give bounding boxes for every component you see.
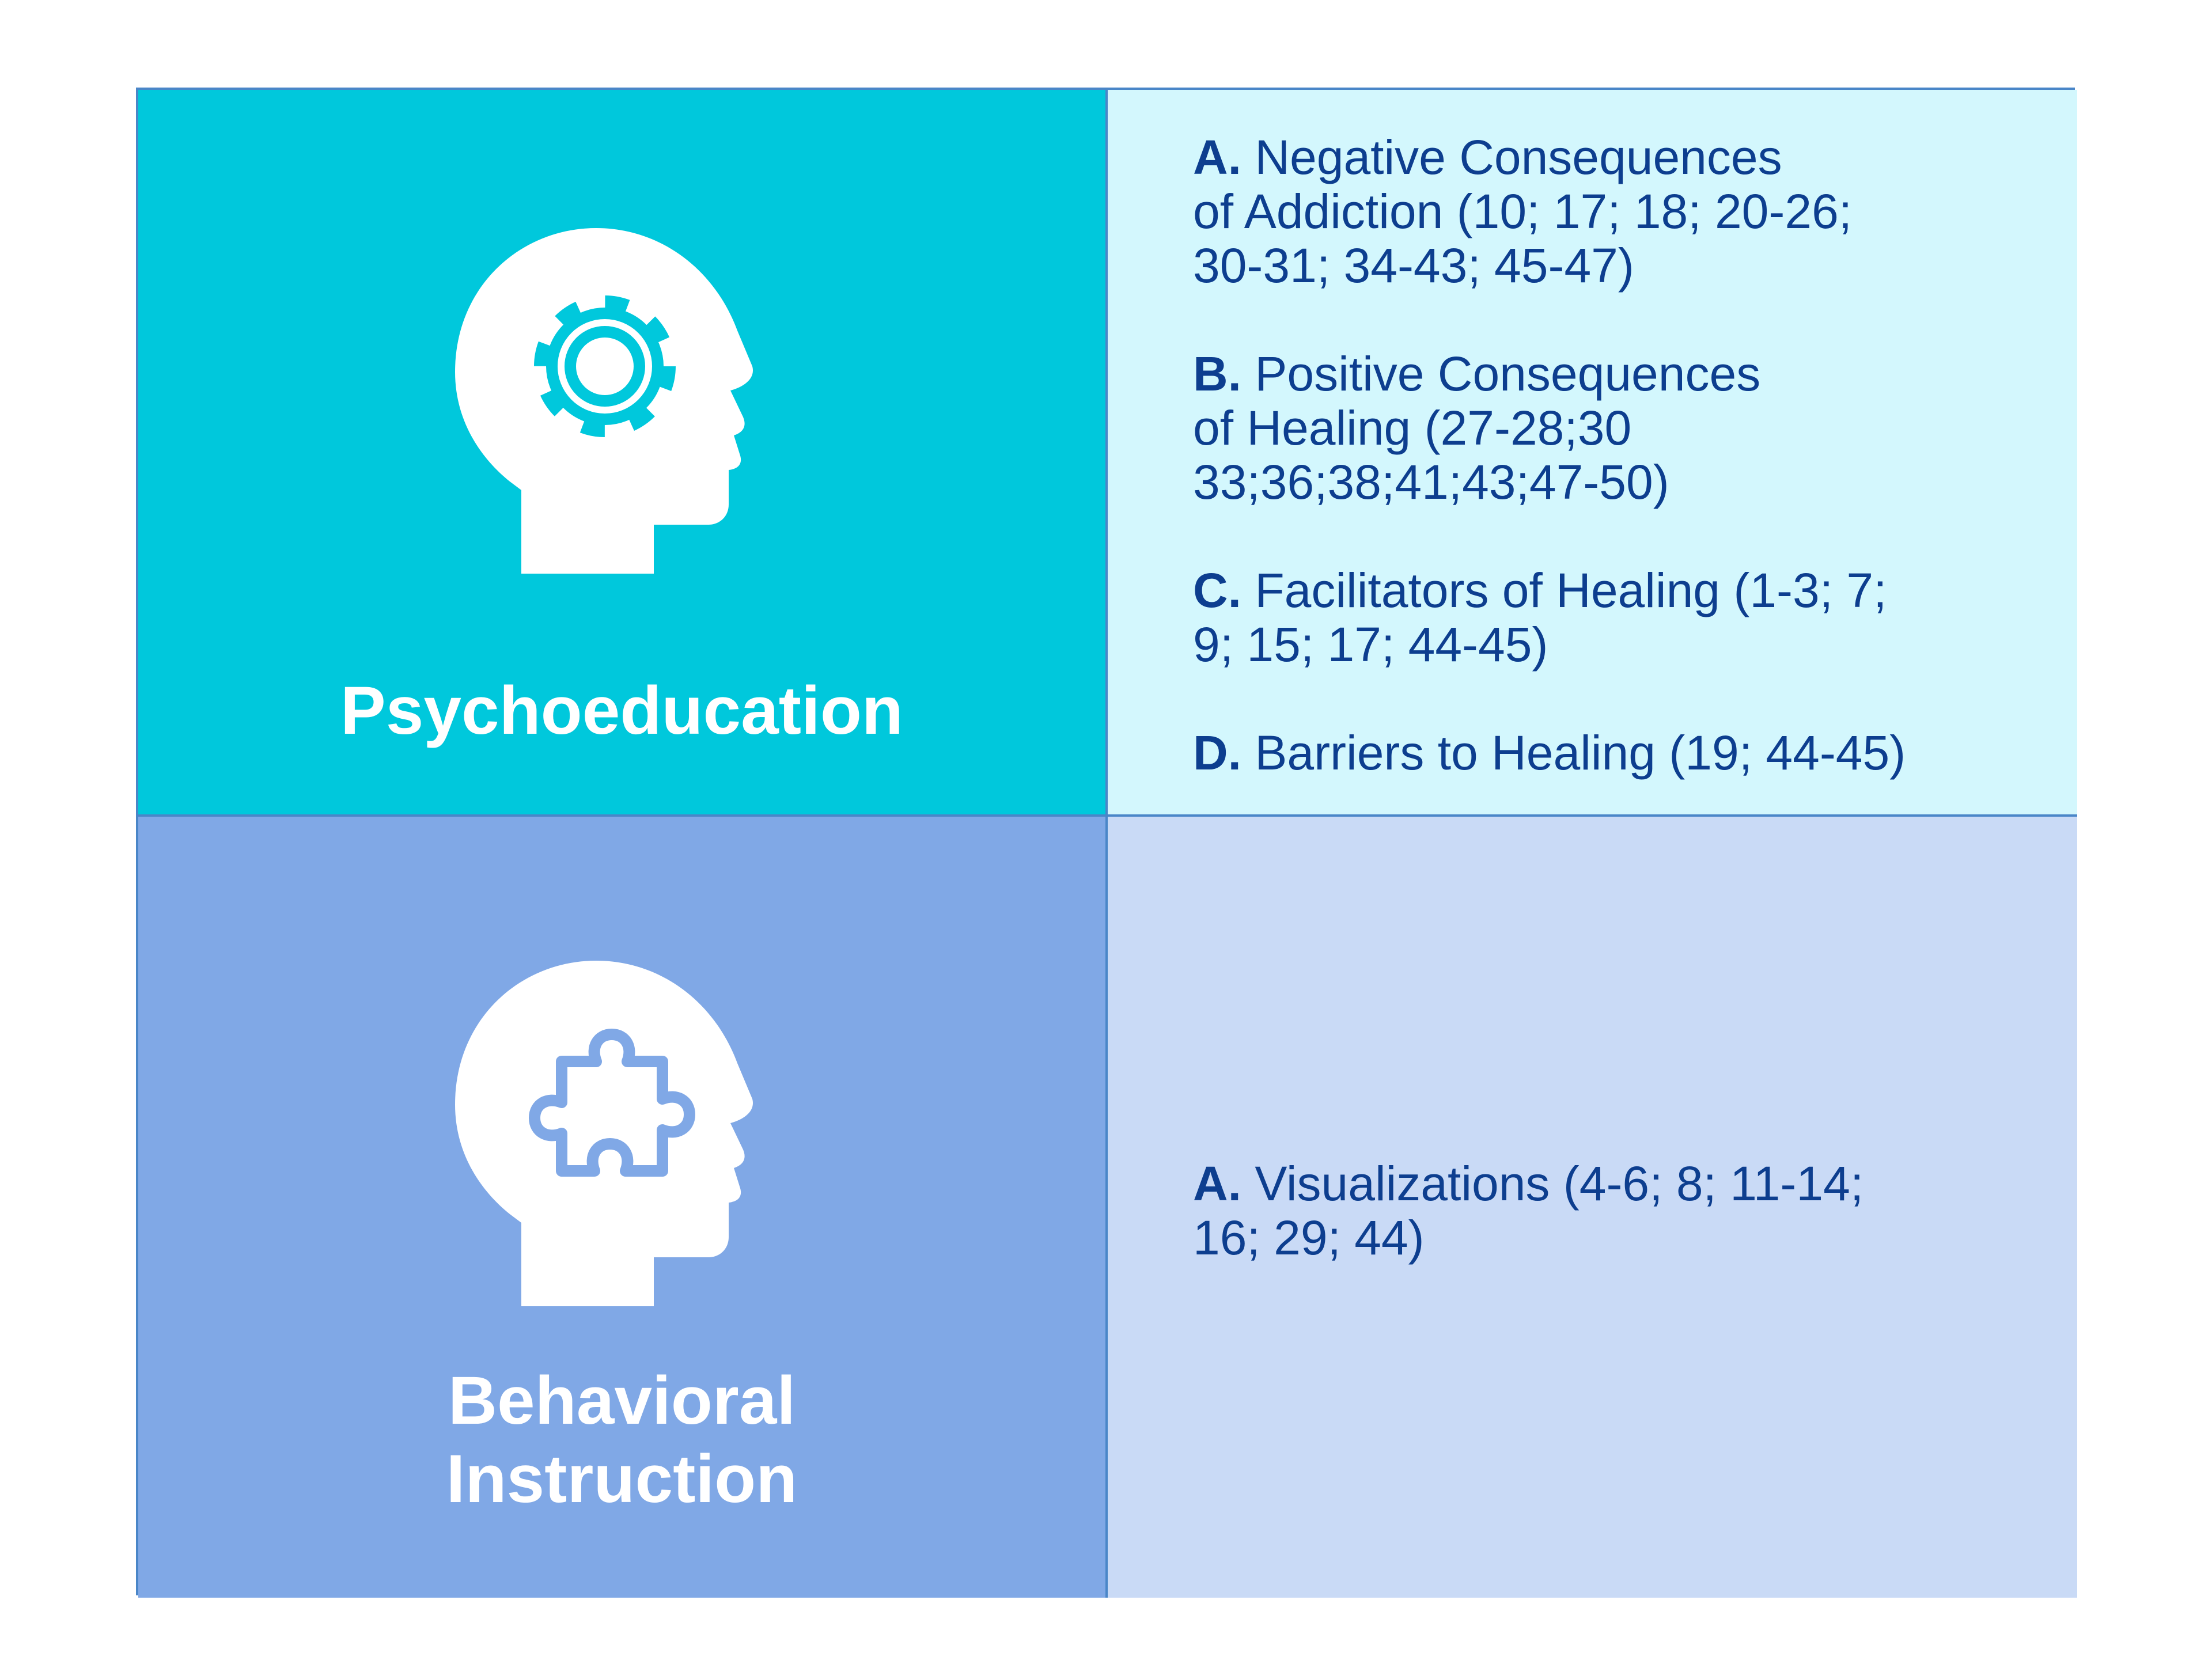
item-line: 33;36;38;41;43;47-50) — [1193, 455, 1669, 509]
category-title-psychoeducation: Psychoeducation — [138, 672, 1105, 750]
item-letter: A. — [1193, 130, 1241, 184]
item-line: of Addiction (10; 17; 18; 20-26; — [1193, 184, 1853, 238]
list-item: D. Barriers to Healing (19; 44-45) — [1193, 726, 2043, 780]
item-letter: C. — [1193, 563, 1241, 617]
item-text: Facilitators of Healing (1-3; 7; — [1255, 563, 1887, 617]
list-item: C. Facilitators of Healing (1-3; 7; 9; 1… — [1193, 563, 2043, 672]
item-text: Barriers to Healing (19; 44-45) — [1255, 726, 1906, 780]
item-line: 9; 15; 17; 44-45) — [1193, 617, 1548, 672]
item-line: B. Positive Consequences — [1193, 347, 2043, 401]
psychoeducation-items-list: A. Negative Consequences of Addiction (1… — [1193, 130, 2043, 780]
behavioral-instruction-items-cell: A. Visualizations (4-6; 8; 11-14; 16; 29… — [1108, 817, 2077, 1598]
intervention-components-table: Psychoeducation A. Negative Consequences… — [136, 88, 2077, 1598]
psychoeducation-items-cell: A. Negative Consequences of Addiction (1… — [1108, 90, 2077, 817]
behavioral-instruction-category-cell: Behavioral Instruction — [138, 817, 1108, 1598]
behavioral-instruction-items-list: A. Visualizations (4-6; 8; 11-14; 16; 29… — [1193, 1156, 2043, 1265]
item-letter: A. — [1193, 1156, 1241, 1211]
item-line: 30-31; 34-43; 45-47) — [1193, 238, 1634, 293]
list-item: A. Visualizations (4-6; 8; 11-14; 16; 29… — [1193, 1156, 2043, 1265]
item-line: A. Visualizations (4-6; 8; 11-14; — [1193, 1156, 2043, 1211]
psychoeducation-category-cell: Psychoeducation — [138, 90, 1108, 817]
item-text: Positive Consequences — [1255, 347, 1761, 401]
list-item: A. Negative Consequences of Addiction (1… — [1193, 130, 2043, 293]
item-line: C. Facilitators of Healing (1-3; 7; — [1193, 563, 2043, 617]
head-gear-icon — [455, 228, 753, 574]
item-letter: B. — [1193, 347, 1241, 401]
category-title-line: Instruction — [446, 1441, 798, 1517]
category-title-behavioral-instruction: Behavioral Instruction — [138, 1362, 1105, 1518]
item-text: Negative Consequences — [1255, 130, 1782, 184]
category-title-line: Behavioral — [448, 1363, 796, 1439]
item-text: Visualizations (4-6; 8; 11-14; — [1255, 1156, 1864, 1211]
item-line: of Healing (27-28;30 — [1193, 401, 1632, 455]
item-line: A. Negative Consequences — [1193, 130, 2043, 184]
head-puzzle-icon — [455, 961, 753, 1306]
item-line: 16; 29; 44) — [1193, 1211, 1425, 1265]
item-letter: D. — [1193, 726, 1241, 780]
item-line: D. Barriers to Healing (19; 44-45) — [1193, 726, 2043, 780]
category-title-line: Psychoeducation — [340, 673, 903, 749]
list-item: B. Positive Consequences of Healing (27-… — [1193, 347, 2043, 509]
